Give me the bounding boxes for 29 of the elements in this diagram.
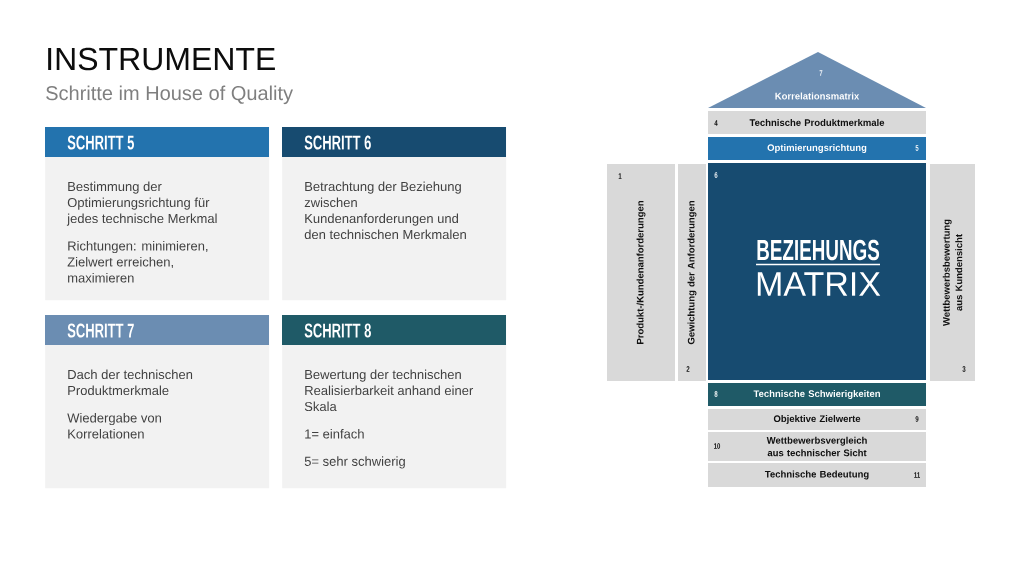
section-number: 11 [914,472,920,478]
section-number: 4 [714,120,718,126]
section-number: 9 [915,416,919,422]
card-text: Richtungen: minimieren, Zielwert erreichen, maximieren [67,240,208,283]
matrix-heading: BEZIEHUNGS [755,239,881,266]
step-header: SCHRITT 7 [45,315,269,345]
slide-subtitle: Schritte im House of Quality [46,85,293,105]
matrix-subheading: MATRIX [757,272,881,296]
section-number: 2 [686,366,690,372]
section-number: 7 [819,70,823,76]
section-number: 6 [714,172,718,178]
card-text: 1= einfach [305,428,364,439]
step-header: SCHRITT 5 [45,127,269,157]
card-text: Wiedergabe von Korrelationen [67,412,161,439]
section-number: 3 [962,366,966,372]
card-text: Dach der technischen Produktmerkmale [68,369,193,396]
section-number: 10 [714,443,721,449]
step-header: SCHRITT 6 [282,127,506,157]
card-text: Bewertung der technischen Realisierbarkeit anhand einer Skala [304,369,474,412]
card-text: Betrachtung der Beziehung zwischen Kundenanforderungen und den technischen Merkmalen [304,181,466,240]
node-label: Technische Bedeutung [764,470,869,480]
slide-title: INSTRUMENTE [48,47,275,71]
step-header: SCHRITT 8 [282,315,506,345]
card-text: 5= sehr schwierig [304,456,405,469]
section-number: 8 [714,391,718,397]
section-number: 5 [915,145,919,151]
section-number: 1 [618,173,622,179]
node-label: Objektive Zielwerte [773,415,861,424]
card-text: Bestimmung der Optimierungsrichtung für jedes technische Merkmal [66,181,217,226]
